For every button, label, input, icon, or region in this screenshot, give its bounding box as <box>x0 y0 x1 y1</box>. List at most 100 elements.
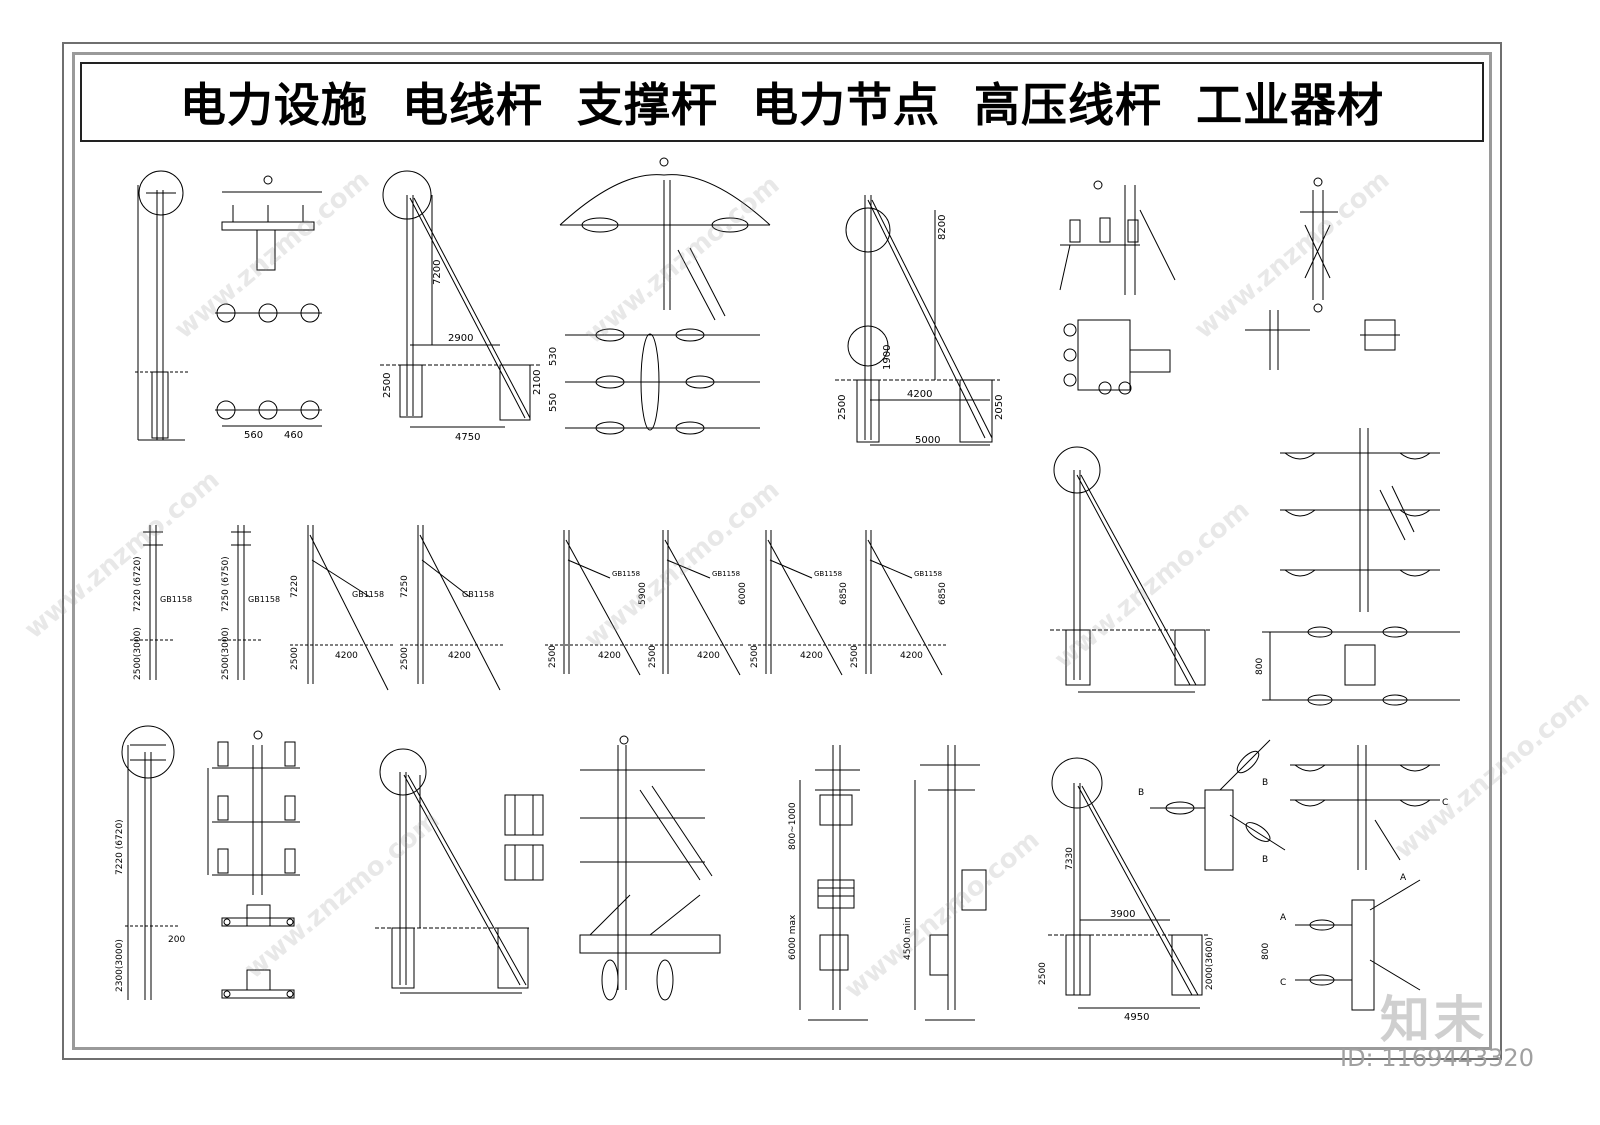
label-gb1158-b: GB1158 <box>248 595 280 604</box>
clamp-plan-details <box>221 904 295 999</box>
dim-6000-max: 6000 max <box>788 914 798 960</box>
crossarm-detail-top <box>221 175 322 271</box>
dim-4200-f: 4200 <box>900 651 923 661</box>
guyed-pole-2 <box>835 195 1000 446</box>
dim-7250-6750: 7250 (6750) <box>221 556 231 612</box>
insulator-plan-a <box>215 303 322 323</box>
dim-4500-min: 4500 min <box>903 917 913 960</box>
angle-insulator-plan <box>1150 739 1286 871</box>
dim-2500-3000-b: 2500(3000) <box>221 627 231 680</box>
dim-4200-d: 4200 <box>697 651 720 661</box>
dim-4200-a: 4200 <box>335 651 358 661</box>
dim-2500-i: 2500 <box>750 645 760 668</box>
guyed-pole-4 <box>375 748 530 994</box>
angle-pole-elevation-r3 <box>1290 745 1440 870</box>
dim-550: 550 <box>548 393 559 412</box>
dim-6850-b: 6850 <box>938 582 948 605</box>
label-gb1158-g: GB1158 <box>814 570 842 578</box>
insulator-string-plan-r2 <box>1262 626 1460 706</box>
dim-2500-j: 2500 <box>850 645 860 668</box>
dim-7220-r3: 7220 (6720) <box>115 819 125 875</box>
phase-a-label-r3: A <box>1280 913 1287 923</box>
insulator-strings-3phase <box>565 328 760 435</box>
pole-top-fitting-detail <box>1245 177 1400 370</box>
dim-800-r2: 800 <box>1255 658 1265 675</box>
insulator-crossarm-elevation <box>207 730 300 895</box>
dim-7250-b: 7250 <box>400 575 410 598</box>
asset-id: ID: 1169443320 <box>1340 1044 1534 1072</box>
dim-1900: 1900 <box>882 345 893 370</box>
guyed-pole-1 <box>380 170 540 428</box>
dim-2500-r1: 2500 <box>382 373 393 398</box>
dim-200: 200 <box>168 935 185 945</box>
cutout-fuse-detail <box>1059 180 1176 295</box>
guyed-pole-3 <box>1050 446 1210 693</box>
dim-2050: 2050 <box>994 395 1005 420</box>
drawing-frame-outer <box>62 42 1502 1060</box>
drawing-title: 电力设施 电线杆 支撑杆 电力节点 高压线杆 工业器材 <box>179 78 1385 132</box>
dim-7330: 7330 <box>1065 847 1075 870</box>
foundation-sections <box>504 794 544 881</box>
phase-a-label-r3b: A <box>1400 873 1407 883</box>
simple-pole-b <box>218 525 262 680</box>
dim-6000: 6000 <box>738 582 748 605</box>
dim-4750-r1: 4750 <box>455 432 480 443</box>
dim-2300: 2300(3000) <box>115 939 125 992</box>
guyed-pole-series <box>545 530 948 676</box>
dim-6850: 6850 <box>839 582 849 605</box>
transformer-pole-front <box>799 745 868 1021</box>
guyed-pole-5 <box>1048 757 1210 1009</box>
dim-4950: 4950 <box>1124 1012 1149 1023</box>
dim-8200: 8200 <box>937 215 948 240</box>
multi-arm-insulator-pole <box>1280 428 1440 612</box>
dim-7220-6720: 7220 (6720) <box>133 556 143 612</box>
label-gb1158-c: GB1158 <box>352 590 384 599</box>
brand-logo: 知末 <box>1380 991 1488 1049</box>
dim-800-1000: 800~1000 <box>788 802 798 850</box>
tension-insulator-assembly <box>559 157 771 321</box>
phase-c-label-r3b: C <box>1280 978 1286 988</box>
dim-2500-3000-a: 2500(3000) <box>133 627 143 680</box>
simple-pole-a <box>130 525 175 680</box>
dim-460: 460 <box>284 430 303 441</box>
label-gb1158-d: GB1158 <box>462 590 494 599</box>
dim-2500-k: 2500 <box>1038 962 1048 985</box>
dim-7200-r1: 7200 <box>432 260 443 285</box>
drawing-frame-inner <box>72 52 1492 1050</box>
guyed-pole-small-a <box>290 525 395 691</box>
crossarm-clamp-detail <box>1063 319 1171 395</box>
phase-b-label-3: B <box>1262 855 1268 865</box>
guyed-pole-small-b <box>400 525 505 691</box>
insulator-plan-b <box>215 400 322 427</box>
dim-7220-b: 7220 <box>290 575 300 598</box>
dim-4200-r1: 4200 <box>907 389 932 400</box>
dim-2500-g: 2500 <box>548 645 558 668</box>
label-gb1158-e: GB1158 <box>612 570 640 578</box>
phase-b-label-2: B <box>1262 778 1268 788</box>
phase-b-label-1: B <box>1138 788 1144 798</box>
dim-530: 530 <box>548 347 559 366</box>
angle-insulator-3d-r3 <box>1295 879 1421 1011</box>
title-block: 电力设施 电线杆 支撑杆 电力节点 高压线杆 工业器材 <box>80 62 1484 142</box>
pole-elevation-1 <box>135 170 190 441</box>
dim-2100-r1: 2100 <box>532 370 543 395</box>
phase-c-label-r3: C <box>1442 798 1448 808</box>
dead-end-insulator-assembly <box>579 735 721 1001</box>
label-gb1158-h: GB1158 <box>914 570 942 578</box>
label-gb1158-a: GB1158 <box>160 595 192 604</box>
dim-2900-r1: 2900 <box>448 333 473 344</box>
dim-2500-f: 2500 <box>400 647 410 670</box>
dim-800-r3: 800 <box>1261 943 1271 960</box>
dim-5900: 5900 <box>638 582 648 605</box>
dim-3900: 3900 <box>1110 909 1135 920</box>
transformer-pole-side <box>914 745 987 1021</box>
label-gb1158-f: GB1158 <box>712 570 740 578</box>
dim-4200-b: 4200 <box>448 651 471 661</box>
dim-2500-h: 2500 <box>648 645 658 668</box>
dim-560: 560 <box>244 430 263 441</box>
dim-5000: 5000 <box>915 435 940 446</box>
dim-2500-e: 2500 <box>290 647 300 670</box>
dim-2500-r1b: 2500 <box>837 395 848 420</box>
dim-4200-e: 4200 <box>800 651 823 661</box>
